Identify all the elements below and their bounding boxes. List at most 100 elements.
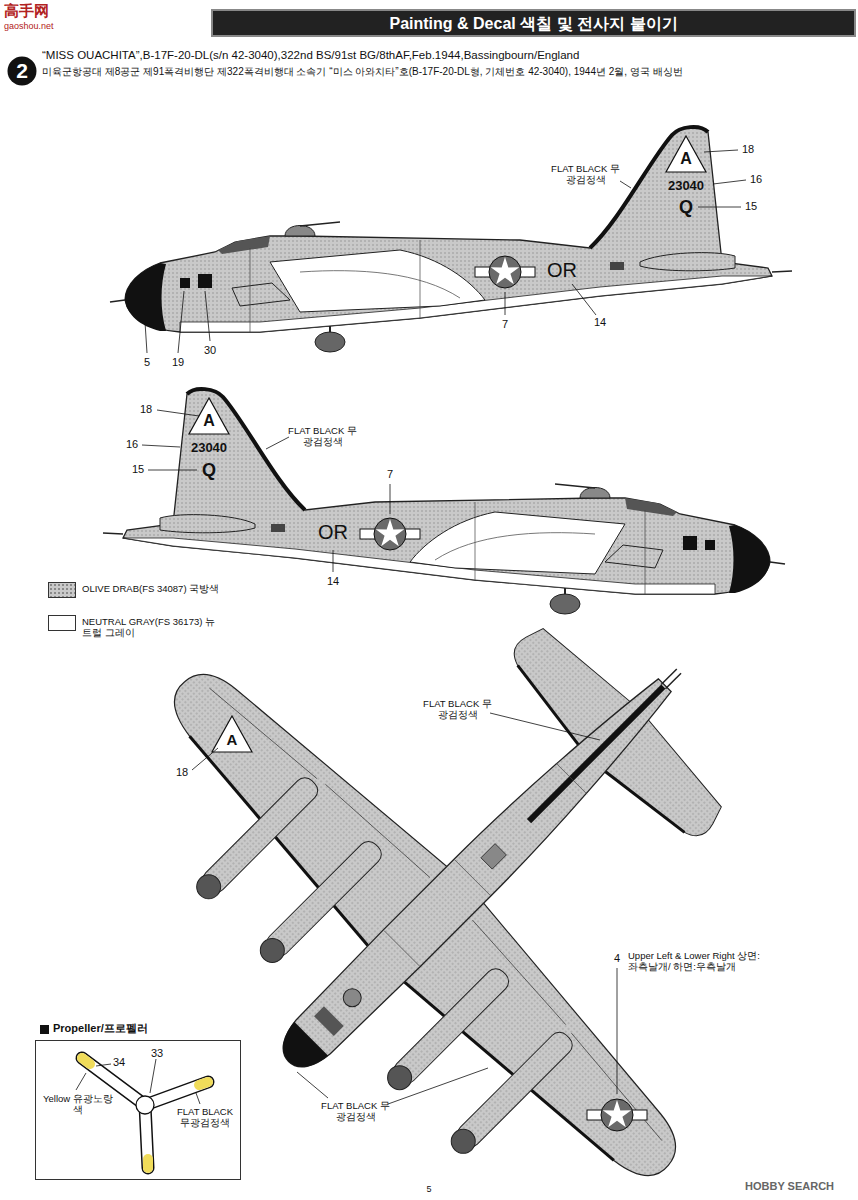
leader-line — [205, 291, 210, 341]
callout-number: 15 — [743, 200, 759, 213]
top-view-aircraft — [47, 429, 858, 1200]
leader-line — [76, 1073, 86, 1090]
legend-swatch — [48, 615, 76, 631]
side-view-left — [110, 127, 792, 352]
callout-number: 33 — [151, 1047, 163, 1060]
tail-gun — [661, 669, 677, 685]
callout-number: 16 — [748, 173, 764, 186]
blade-outline — [145, 1082, 208, 1105]
tail-gun — [665, 673, 681, 689]
paint-note: FLAT BLACK 무광검정색 — [420, 698, 495, 721]
callout-number: 7 — [497, 318, 513, 331]
nose-cone — [272, 1022, 329, 1079]
leader-line — [96, 1064, 111, 1066]
callout-number: 18 — [138, 403, 154, 416]
leader-line — [390, 484, 391, 514]
national-insignia — [587, 1099, 647, 1131]
tail-marking: 23040 — [179, 440, 239, 456]
blade — [145, 1082, 208, 1105]
caption-line: 미육군항공대 제8공군 제91폭격비행단 제322폭격비행대 소속기 “미스 아… — [42, 66, 852, 78]
leader-line — [178, 291, 184, 353]
leader-line — [297, 1072, 328, 1098]
leader-line — [620, 181, 631, 188]
paint-note: Yellow 유광노랑색 — [43, 1093, 113, 1116]
leader-line — [333, 550, 334, 572]
blade-tip — [143, 1159, 153, 1168]
callout-number: 18 — [174, 766, 190, 779]
step-badge: 2 — [7, 56, 37, 86]
engine-cowling — [192, 870, 226, 904]
deicer-boot — [174, 736, 383, 945]
callout-number: 14 — [325, 575, 341, 588]
leader-line — [157, 410, 199, 416]
callout-number: 5 — [140, 356, 154, 369]
placement-note: Upper Left & Lower Right 상면:좌측날개/ 하면:우측날… — [628, 950, 763, 973]
group-triangle — [212, 716, 252, 752]
callout-number: 19 — [170, 356, 186, 369]
leader-line — [505, 292, 506, 315]
cockpit-window — [314, 1006, 344, 1036]
propeller-hub — [136, 1096, 154, 1114]
leader-line — [196, 1093, 200, 1104]
top-turret — [339, 985, 364, 1010]
tail-marking: A — [199, 411, 219, 430]
legend-text: NEUTRAL GRAY(FS 36173) 뉴트럴 그레이 — [82, 616, 222, 639]
panel-line — [454, 859, 491, 896]
heading-bullet — [40, 1025, 49, 1034]
legend-text: OLIVE DRAB(FS 34087) 국방색 — [82, 583, 222, 594]
watermark: gaoshou.net — [4, 21, 54, 32]
page-title: Painting & Decal 색칠 및 전사지 붙이기 — [212, 14, 855, 33]
banner-frame — [212, 10, 855, 36]
leader-line — [704, 150, 738, 152]
leader-line — [266, 437, 289, 449]
leader-line — [490, 713, 600, 740]
deicer-boot — [508, 665, 593, 750]
radio-hatch — [481, 844, 506, 869]
paint-note: FLAT BLACK 무광검정색 — [285, 425, 360, 448]
fuselage-code: OR — [313, 520, 353, 544]
leader-line — [572, 284, 596, 315]
panel-line — [556, 763, 587, 794]
leader-line — [617, 968, 618, 1094]
callout-number: 15 — [130, 463, 146, 476]
badge-disc — [8, 57, 37, 86]
leader-line — [150, 1059, 156, 1093]
tail-marking: Q — [197, 460, 221, 482]
dorsal-fin — [527, 685, 666, 824]
section-heading: Propeller/프로펠러 — [53, 1022, 148, 1035]
paint-note: FLAT BLACK 무광검정색 — [173, 1106, 237, 1129]
wing-marking: A — [222, 731, 242, 749]
leader-line — [698, 207, 741, 208]
half-airframe — [86, 469, 631, 1014]
paint-note: FLAT BLACK 무광검정색 — [318, 1100, 393, 1123]
callout-number: 16 — [124, 438, 140, 451]
callout-number: 14 — [592, 316, 608, 329]
engine-cowling — [255, 933, 289, 967]
step-number: 2 — [7, 56, 37, 86]
blade-tip — [199, 1082, 208, 1085]
caption-line: “MISS OUACHITA”,B-17F-20-DL(s/n 42-3040)… — [42, 49, 852, 63]
fuselage — [270, 667, 683, 1080]
fuselage-code: OR — [542, 258, 582, 282]
callout-number: 18 — [740, 143, 756, 156]
tail-marking: 23040 — [656, 178, 716, 194]
tail-marking: Q — [674, 197, 698, 219]
watermark: 高手网 — [4, 2, 49, 20]
title-banner — [212, 10, 855, 36]
leader-line — [192, 748, 218, 770]
leader-line — [388, 1068, 488, 1104]
tail-marking: A — [676, 149, 696, 168]
callout-number: 34 — [113, 1056, 125, 1069]
callout-number: 4 — [609, 952, 625, 965]
panel-line — [384, 931, 419, 966]
leader-line — [148, 470, 197, 471]
legend-swatch — [48, 582, 76, 598]
leader-line — [145, 322, 147, 353]
wing — [144, 643, 448, 947]
side-view-right — [103, 389, 785, 614]
paint-note: FLAT BLACK 무광검정색 — [548, 163, 623, 186]
callout-number: 7 — [382, 468, 398, 481]
propeller-box: Propeller/프로펠러3433Yellow 유광노랑색FLAT BLACK… — [35, 1040, 241, 1180]
